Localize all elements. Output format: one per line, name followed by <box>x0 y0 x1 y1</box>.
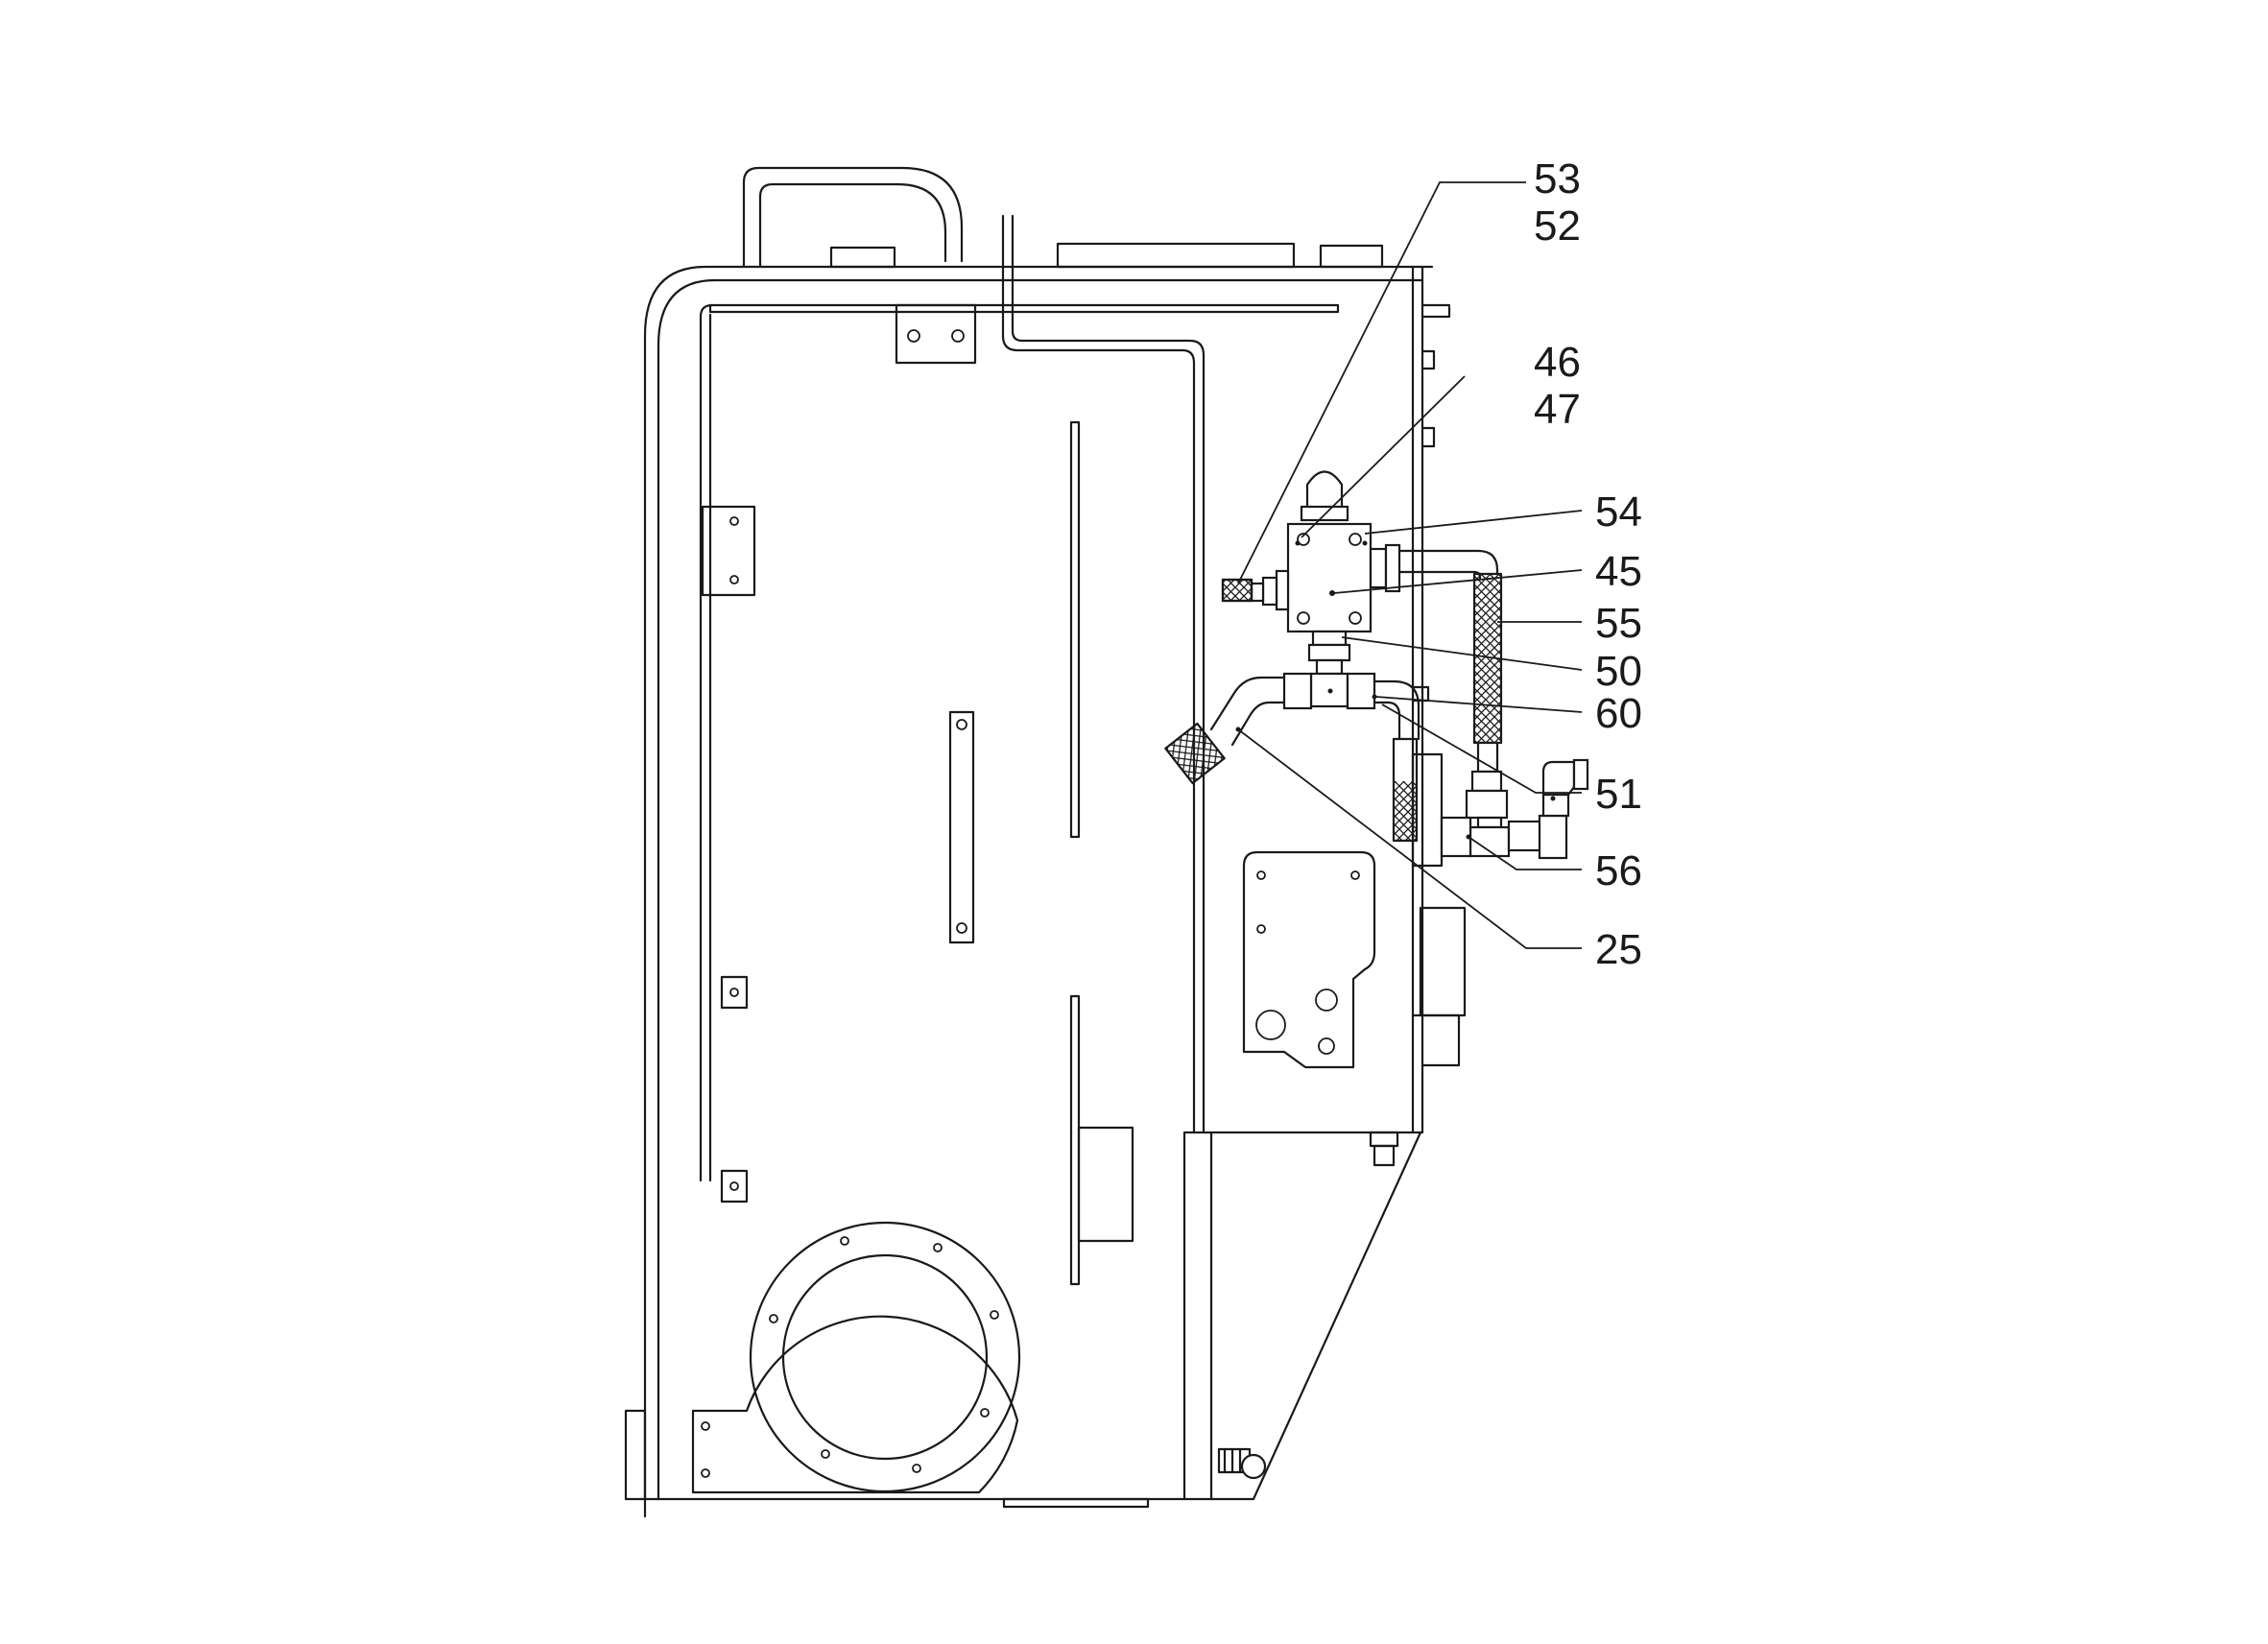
suction-flange <box>691 1221 1021 1494</box>
callout-25: 25 <box>1595 926 1642 973</box>
bottom-plug <box>1217 1447 1267 1480</box>
callout-52: 52 <box>1534 203 1581 250</box>
tank-body <box>624 166 1467 1518</box>
callout-50: 50 <box>1595 648 1642 695</box>
callout-60: 60 <box>1595 690 1642 737</box>
mounting-plate <box>1242 850 1376 1069</box>
valve-assembly <box>1164 470 1589 860</box>
callout-53: 53 <box>1534 155 1581 203</box>
callout-46: 46 <box>1534 339 1581 386</box>
callout-45: 45 <box>1595 548 1642 595</box>
callout-55: 55 <box>1595 600 1642 647</box>
callout-51: 51 <box>1595 771 1642 818</box>
callout-54: 54 <box>1595 488 1642 536</box>
callout-47: 47 <box>1534 386 1581 433</box>
leader-lines <box>1237 181 1583 949</box>
callout-56: 56 <box>1595 847 1642 894</box>
callouts: 53 52 46 47 54 45 55 50 60 51 56 25 <box>1534 155 1642 973</box>
